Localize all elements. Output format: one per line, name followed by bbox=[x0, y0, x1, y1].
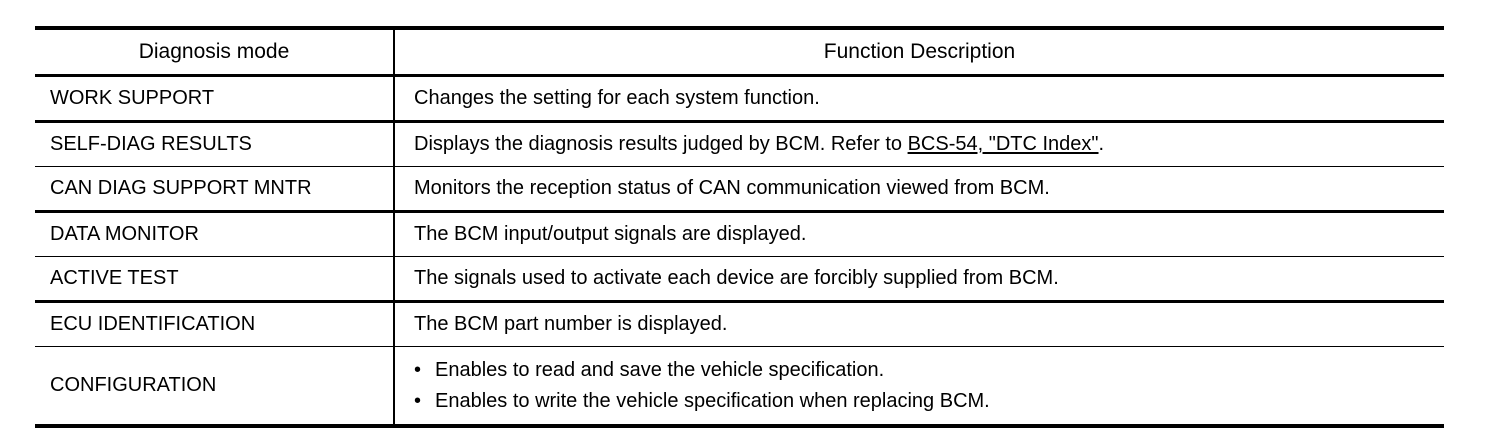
list-item-label: Enables to read and save the vehicle spe… bbox=[435, 358, 885, 381]
cell-diagnosis-mode: DATA MONITOR bbox=[35, 211, 395, 257]
table-row: CAN DIAG SUPPORT MNTR Monitors the recep… bbox=[35, 166, 1444, 213]
table-row: CONFIGURATION • Enables to read and save… bbox=[35, 346, 1444, 426]
cell-diagnosis-mode: SELF-DIAG RESULTS bbox=[35, 121, 395, 167]
description-text: Monitors the reception status of CAN com… bbox=[414, 177, 1050, 199]
diagnosis-mode-table-wrapper: Diagnosis mode Function Description WORK… bbox=[35, 26, 1444, 428]
cell-function-description: Monitors the reception status of CAN com… bbox=[394, 166, 1444, 213]
list-item-label: Enables to write the vehicle specificati… bbox=[435, 389, 990, 412]
bullet-icon: • bbox=[414, 358, 422, 381]
table-row: SELF-DIAG RESULTS Displays the diagnosis… bbox=[35, 121, 1444, 167]
table-row: ACTIVE TEST The signals used to activate… bbox=[35, 256, 1444, 303]
cell-function-description: The signals used to activate each device… bbox=[394, 256, 1444, 303]
cell-diagnosis-mode: ACTIVE TEST bbox=[35, 256, 395, 303]
list-item: • Enables to write the vehicle specifica… bbox=[414, 386, 1444, 417]
cell-function-description: Displays the diagnosis results judged by… bbox=[394, 121, 1444, 167]
description-text: The BCM part number is displayed. bbox=[414, 313, 728, 335]
table-body: WORK SUPPORT Changes the setting for eac… bbox=[35, 75, 1444, 426]
cell-diagnosis-mode: ECU IDENTIFICATION bbox=[35, 301, 395, 347]
configuration-bullet-list: • Enables to read and save the vehicle s… bbox=[414, 355, 1444, 417]
column-header-diagnosis-mode: Diagnosis mode bbox=[35, 28, 395, 77]
cell-diagnosis-mode: CONFIGURATION bbox=[35, 346, 395, 426]
description-suffix: . bbox=[1098, 133, 1105, 155]
cell-diagnosis-mode: CAN DIAG SUPPORT MNTR bbox=[35, 166, 395, 213]
table-row: WORK SUPPORT Changes the setting for eac… bbox=[35, 75, 1444, 123]
cell-function-description: • Enables to read and save the vehicle s… bbox=[394, 346, 1444, 426]
cell-function-description: Changes the setting for each system func… bbox=[394, 75, 1444, 123]
bullet-icon: • bbox=[414, 389, 422, 412]
table-header-row: Diagnosis mode Function Description bbox=[35, 28, 1444, 77]
dtc-index-link[interactable]: BCS-54, "DTC Index" bbox=[907, 133, 1099, 155]
cell-function-description: The BCM input/output signals are display… bbox=[394, 211, 1444, 257]
description-text: Changes the setting for each system func… bbox=[414, 87, 820, 109]
column-header-function-description: Function Description bbox=[394, 28, 1444, 77]
table-row: DATA MONITOR The BCM input/output signal… bbox=[35, 211, 1444, 257]
description-text: The signals used to activate each device… bbox=[414, 267, 1059, 289]
cell-diagnosis-mode: WORK SUPPORT bbox=[35, 75, 395, 123]
list-item: • Enables to read and save the vehicle s… bbox=[414, 355, 1444, 386]
diagnosis-mode-table: Diagnosis mode Function Description WORK… bbox=[35, 26, 1444, 428]
description-text: Displays the diagnosis results judged by… bbox=[414, 133, 1104, 155]
description-text: The BCM input/output signals are display… bbox=[414, 223, 807, 245]
table-row: ECU IDENTIFICATION The BCM part number i… bbox=[35, 301, 1444, 347]
description-prefix: Displays the diagnosis results judged by… bbox=[414, 133, 908, 155]
cell-function-description: The BCM part number is displayed. bbox=[394, 301, 1444, 347]
